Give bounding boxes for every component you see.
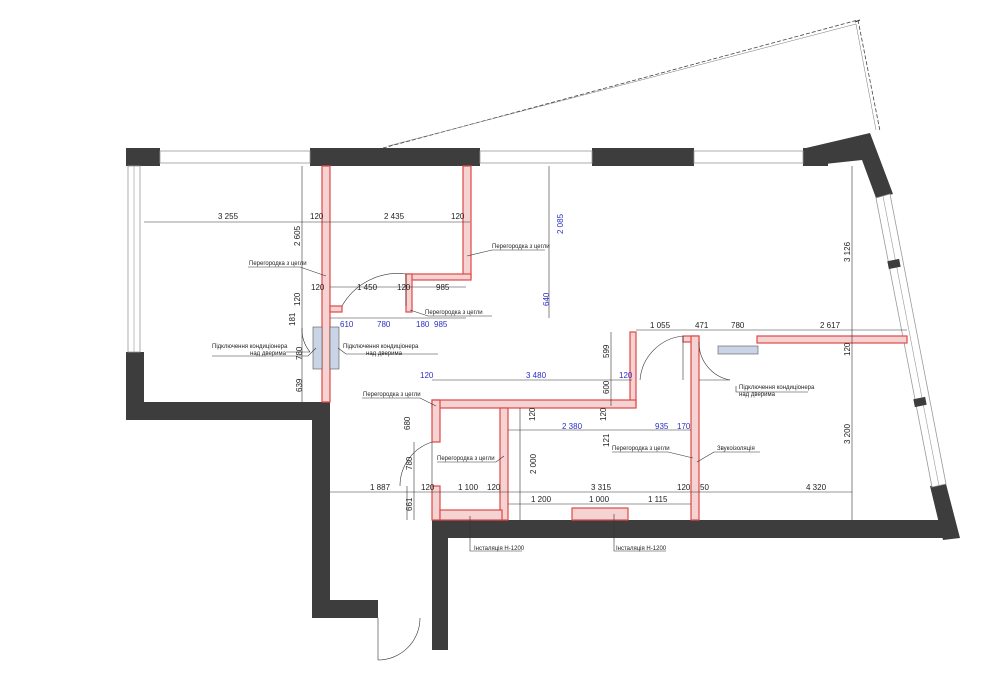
dim-120-i: 120 <box>528 407 537 421</box>
leader-lines <box>212 249 808 552</box>
dim-639: 639 <box>295 378 304 392</box>
dim-471: 471 <box>695 321 709 330</box>
dim-120-h: 120 <box>619 371 633 380</box>
partition-label-4: Перегородка з цегли <box>363 392 421 398</box>
dim-1450: 1 450 <box>357 283 378 292</box>
dim-1100: 1 100 <box>458 483 479 492</box>
dim-120-j: 120 <box>599 407 608 421</box>
partition-label-1: Перегородка з цегли <box>249 261 307 267</box>
dim-661: 661 <box>405 497 414 511</box>
dim-121: 121 <box>602 433 611 447</box>
annotation-labels: Перегородка з цегли Перегородка з цегли … <box>212 244 815 552</box>
dim-1115: 1 115 <box>648 495 668 504</box>
dim-599: 599 <box>602 344 611 358</box>
dim-180: 180 <box>416 320 430 329</box>
dim-120-m: 120 <box>677 483 691 492</box>
dim-120-c: 120 <box>311 283 325 292</box>
dim-181: 181 <box>288 312 297 326</box>
dim-120-b: 120 <box>451 212 465 221</box>
dim-120-f: 120 <box>843 342 852 356</box>
dim-50: 50 <box>700 483 709 492</box>
dim-4320: 4 320 <box>806 483 827 492</box>
dim-780-b: 780 <box>295 346 304 360</box>
dim-640: 640 <box>542 292 551 306</box>
dim-120-l: 120 <box>487 483 501 492</box>
dim-2605: 2 605 <box>293 225 302 246</box>
dim-935: 935 <box>655 422 669 431</box>
dim-610: 610 <box>340 320 354 329</box>
dimension-lines <box>144 166 907 520</box>
dim-3315: 3 315 <box>591 483 612 492</box>
soundproof-label: Звукоізоляція <box>717 446 755 452</box>
dim-3255: 3 255 <box>218 212 239 221</box>
partition-label-2: Перегородка з цегли <box>492 244 550 250</box>
dim-3126: 3 126 <box>843 241 852 262</box>
dim-120-d: 120 <box>397 283 411 292</box>
dim-1887: 1 887 <box>370 483 391 492</box>
ac-units <box>312 326 759 370</box>
dim-120-g: 120 <box>420 371 434 380</box>
dim-780-c: 780 <box>731 321 745 330</box>
doors <box>286 273 731 661</box>
ac-left-line1: Підключення кондиціонера <box>212 344 288 350</box>
dim-780-d: 780 <box>405 456 414 470</box>
dim-3200: 3 200 <box>843 423 852 444</box>
exterior-walls <box>126 133 960 650</box>
dim-120-k: 120 <box>421 483 435 492</box>
dim-3480: 3 480 <box>526 371 547 380</box>
dim-120-e: 120 <box>293 292 302 306</box>
dim-985-b: 985 <box>434 320 448 329</box>
dim-985-a: 985 <box>436 283 450 292</box>
dim-1055: 1 055 <box>650 321 671 330</box>
ac-left-line2: над дверима <box>250 351 287 357</box>
dim-2085: 2 085 <box>556 213 565 234</box>
partition-label-3: Перегородка з цегли <box>425 310 483 316</box>
dim-600: 600 <box>602 380 611 394</box>
installation-label-2: Інсталяція Н-1200 <box>616 546 667 552</box>
installation-label-1: Інсталяція Н-1200 <box>474 546 525 552</box>
partitions <box>321 165 908 521</box>
ac-mid-line1: Підключення кондиціонера <box>343 344 419 350</box>
dim-780-a: 780 <box>377 320 391 329</box>
ac-right-line2: над дверима <box>739 392 776 398</box>
balcony-outline <box>382 19 881 149</box>
ac-right-line1: Підключення кондиціонера <box>739 385 815 391</box>
dim-680: 680 <box>403 416 412 430</box>
dimension-labels: 3 255 2 435 120 120 2 605 2 085 1 450 12… <box>218 212 852 511</box>
ac-mid-line2: над дверима <box>366 351 403 357</box>
dim-170: 170 <box>677 422 691 431</box>
windows <box>127 150 947 488</box>
dim-2380: 2 380 <box>562 422 583 431</box>
dim-1200: 1 200 <box>531 495 552 504</box>
partition-label-5: Перегородка з цегли <box>437 456 495 462</box>
partition-label-6: Перегородка з цегли <box>612 446 670 452</box>
dim-2435: 2 435 <box>384 212 405 221</box>
dim-2000: 2 000 <box>529 453 538 474</box>
dim-1000: 1 000 <box>589 495 610 504</box>
dim-120-a: 120 <box>310 212 324 221</box>
dim-2617: 2 617 <box>820 321 841 330</box>
